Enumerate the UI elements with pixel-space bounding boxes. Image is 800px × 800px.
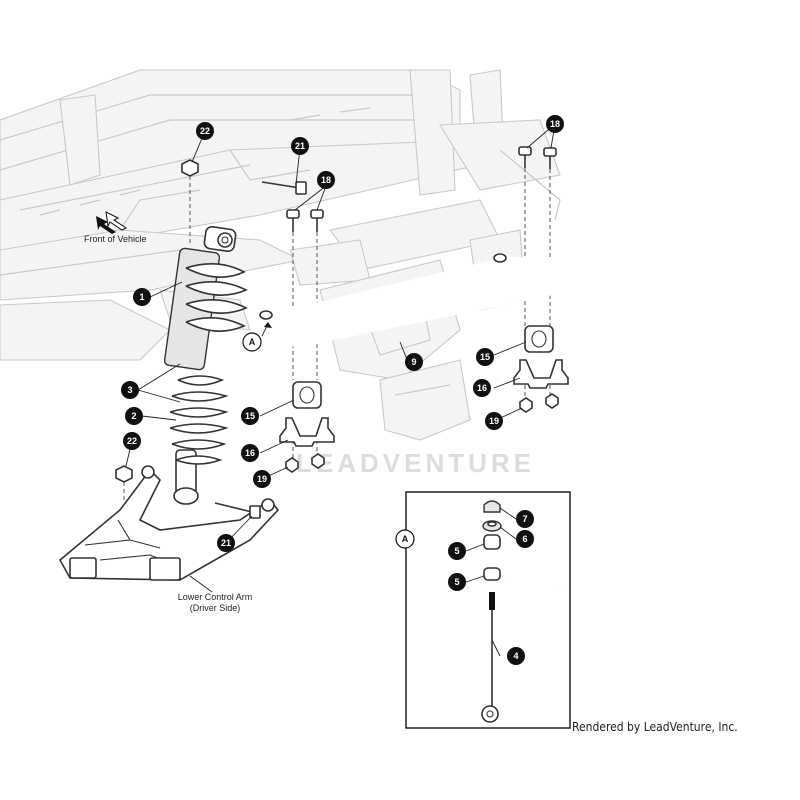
callout-9-number: 9 [411, 357, 416, 367]
callout-5-upper: 5 [448, 542, 466, 560]
front-of-vehicle-label: Front of Vehicle [84, 234, 147, 244]
callout-18-right: 18 [546, 115, 564, 133]
watermark-text: LEADVENTURE [296, 448, 535, 478]
callout-7-number: 7 [522, 514, 527, 524]
bolt-21-lower [214, 502, 261, 519]
callout-1: 1 [133, 288, 151, 306]
detail-view-a-letter: A [402, 534, 409, 544]
callout-21-upper: 21 [291, 137, 309, 155]
callout-16-right-number: 16 [477, 383, 487, 393]
callout-21-lower: 21 [217, 534, 235, 552]
callout-4: 4 [507, 647, 525, 665]
detail-view-frame [405, 491, 571, 729]
callout-7: 7 [516, 510, 534, 528]
callout-3-number: 3 [127, 385, 132, 395]
callout-5-lower-number: 5 [454, 577, 459, 587]
detail-reference-a: A [242, 322, 272, 352]
nut-22-upper [181, 159, 199, 177]
coil-spring [169, 263, 248, 465]
lower-control-arm [58, 465, 280, 581]
detail-view-a: A [395, 491, 571, 729]
bracket-16-right [513, 359, 569, 389]
bolt-18-right-pair [518, 146, 557, 169]
nut-19-right [519, 393, 559, 413]
callout-15-left-number: 15 [245, 411, 255, 421]
callout-16-right: 16 [473, 379, 491, 397]
callout-3: 3 [121, 381, 139, 399]
callout-15-left: 15 [241, 407, 259, 425]
callout-19-right-number: 19 [489, 416, 499, 426]
bolt-18-left-pair [286, 209, 324, 232]
bushing-15-right [524, 325, 554, 353]
callout-18-left-number: 18 [321, 175, 331, 185]
callout-16-left: 16 [241, 444, 259, 462]
callout-15-right-number: 15 [480, 352, 490, 362]
bolt-21-upper [261, 181, 307, 195]
stabilizer-bar [259, 253, 569, 349]
callout-2-number: 2 [131, 411, 136, 421]
callout-18-left: 18 [317, 171, 335, 189]
render-credit: Rendered by LeadVenture, Inc. [572, 720, 738, 734]
lower-control-arm-sublabel: (Driver Side) [190, 603, 241, 613]
callout-16-left-number: 16 [245, 448, 255, 458]
callout-22-upper: 22 [196, 122, 214, 140]
bushing-15-left [292, 381, 322, 409]
callout-22-upper-number: 22 [200, 126, 210, 136]
callout-2: 2 [125, 407, 143, 425]
callout-9: 9 [405, 353, 423, 371]
bracket-16-left [279, 417, 335, 447]
callout-19-left: 19 [253, 470, 271, 488]
callout-6: 6 [516, 530, 534, 548]
callout-5-upper-number: 5 [454, 546, 459, 556]
callout-18-right-number: 18 [550, 119, 560, 129]
callout-15-right: 15 [476, 348, 494, 366]
callout-22-lower-number: 22 [127, 436, 137, 446]
detail-reference-a-letter: A [249, 337, 256, 347]
front-of-vehicle-indicator: Front of Vehicle [84, 211, 147, 244]
lower-control-arm-label: Lower Control Arm [178, 592, 253, 602]
callouts: 1 2 3 4 5 5 6 7 9 15 15 16 16 18 18 [121, 115, 564, 665]
nut-22-lower [115, 465, 133, 483]
callout-5-lower: 5 [448, 573, 466, 591]
callout-21-upper-number: 21 [295, 141, 305, 151]
callout-21-lower-number: 21 [221, 538, 231, 548]
callout-6-number: 6 [522, 534, 527, 544]
callout-1-number: 1 [139, 292, 144, 302]
callout-22-lower: 22 [123, 432, 141, 450]
callout-19-right: 19 [485, 412, 503, 430]
nut-19-left [285, 453, 325, 473]
callout-4-number: 4 [513, 651, 518, 661]
callout-19-left-number: 19 [257, 474, 267, 484]
